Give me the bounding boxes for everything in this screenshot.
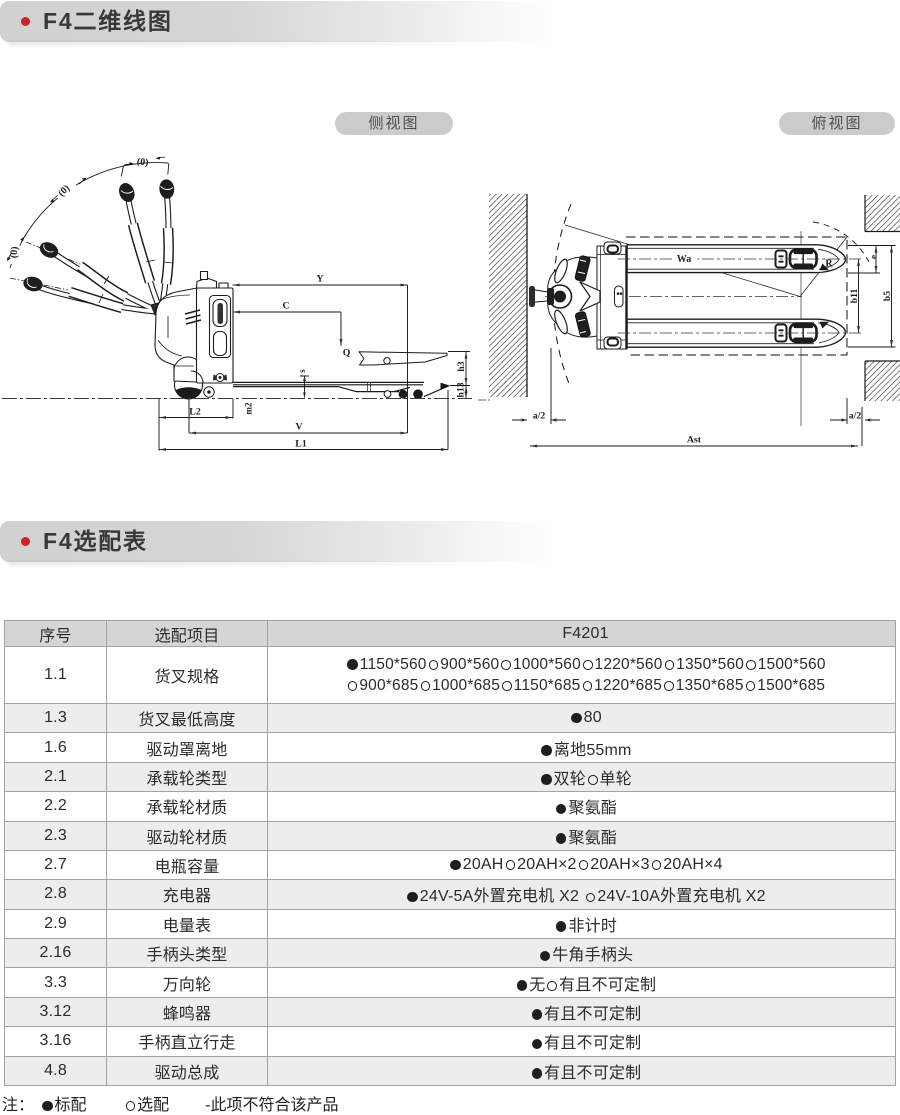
svg-text:s: s [297,369,307,373]
svg-text:V: V [295,422,302,433]
svg-text:Y: Y [316,274,323,285]
svg-text:b11: b11 [849,289,860,304]
svg-text:(0): (0) [8,246,20,259]
svg-text:b5: b5 [882,291,893,301]
svg-text:C: C [282,301,289,312]
svg-text:Ast: Ast [687,435,702,446]
svg-text:m2: m2 [244,402,254,414]
svg-text:(0): (0) [136,156,149,168]
svg-text:Wa: Wa [677,254,691,265]
svg-text:e: e [869,254,880,259]
svg-text:h13: h13 [456,382,467,397]
svg-text:Q: Q [343,348,351,359]
svg-text:L2: L2 [189,407,201,418]
svg-text:a/2: a/2 [533,411,546,422]
svg-text:a/2: a/2 [849,411,862,422]
svg-text:L1: L1 [295,439,307,450]
svg-text:R: R [825,259,833,270]
svg-text:h3: h3 [456,361,467,371]
